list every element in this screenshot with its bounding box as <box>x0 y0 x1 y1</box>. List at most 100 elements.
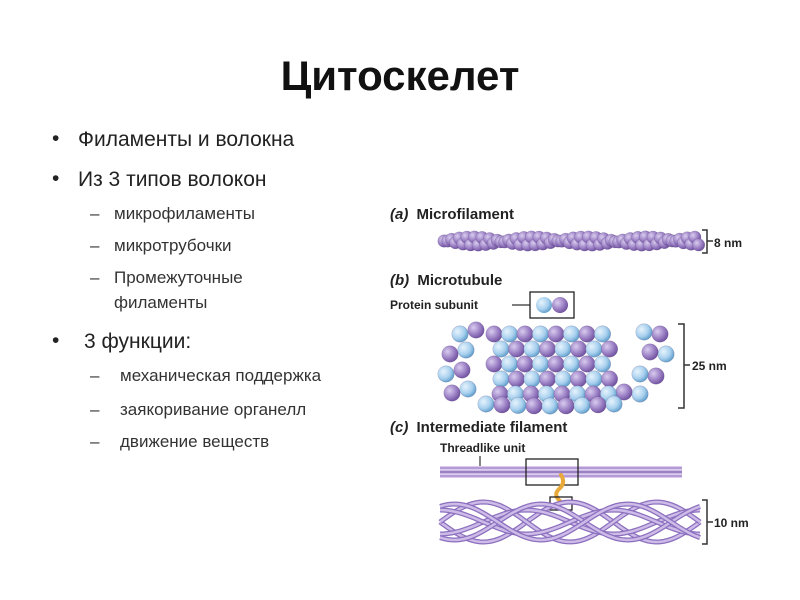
tubulin-bead <box>506 385 524 403</box>
actin-bead <box>441 234 455 248</box>
actin-bead <box>654 231 668 245</box>
actin-bead <box>600 236 614 250</box>
actin-bead <box>578 238 592 252</box>
actin-bead <box>505 236 519 250</box>
actin-bead <box>646 230 660 244</box>
actin-bead <box>555 234 569 248</box>
sub-bullet-text: движение веществ <box>120 432 270 451</box>
actin-bead <box>581 230 595 244</box>
tubulin-bead <box>584 385 602 403</box>
actin-bead <box>483 232 497 246</box>
filament-strand <box>439 500 701 544</box>
tubulin-bead <box>651 325 669 343</box>
actin-bead <box>521 238 535 252</box>
bullet-dot: • <box>52 167 60 190</box>
actin-bead <box>471 238 485 252</box>
subunit-small-box <box>549 496 573 511</box>
sub-bullet-text: заякоривание органелл <box>120 400 307 419</box>
actin-bead <box>631 230 645 244</box>
intermediate-filament-label: (c) Intermediate filament <box>390 419 567 436</box>
tubulin-bead <box>531 325 549 343</box>
tubulin-bead <box>538 340 556 358</box>
bullet-text: Филаменты и волокна <box>78 128 295 151</box>
actin-bead <box>524 230 538 244</box>
microfilament-label: (a) Microfilament <box>390 206 514 223</box>
subunit-bead-purple <box>552 297 568 313</box>
actin-bead <box>680 231 694 245</box>
actin-bead <box>467 230 481 244</box>
tubulin-bead <box>578 325 596 343</box>
subunit-box <box>529 291 575 319</box>
actin-bead <box>623 232 637 246</box>
filament-strand <box>439 508 701 536</box>
actin-bead <box>684 237 698 251</box>
actin-bead <box>528 238 542 252</box>
size-10nm: 10 nm <box>714 516 749 530</box>
tubulin-bead <box>443 384 461 402</box>
tubulin-bead <box>516 325 534 343</box>
actin-bead <box>498 235 512 249</box>
intermediate-filament-strands <box>438 499 702 545</box>
actin-bead <box>479 237 493 251</box>
actin-bead <box>688 230 702 244</box>
actin-bead <box>494 235 508 249</box>
actin-bead <box>509 232 523 246</box>
tubulin-bead <box>500 325 518 343</box>
tubulin-bead <box>523 340 541 358</box>
tubulin-bead <box>631 385 649 403</box>
actin-bead <box>502 233 516 247</box>
tubulin-bead <box>578 355 596 373</box>
size-25nm: 25 nm <box>692 359 727 373</box>
actin-bead <box>570 237 584 251</box>
filament-strand-outline <box>439 501 701 543</box>
tubulin-bead <box>531 355 549 373</box>
tubulin-bead <box>585 340 603 358</box>
actin-bead <box>657 236 671 250</box>
actin-bead <box>486 236 500 250</box>
actin-bead <box>490 233 504 247</box>
dash-marker: – <box>90 432 100 451</box>
tubulin-bead <box>492 340 510 358</box>
actin-bead <box>562 236 576 250</box>
tubulin-bead <box>615 383 633 401</box>
tubulin-bead <box>569 340 587 358</box>
threadlike-unit-label: Threadlike unit <box>440 441 525 455</box>
tubulin-bead <box>459 380 477 398</box>
actin-bead <box>566 231 580 245</box>
actin-bead <box>551 234 565 248</box>
actin-bead <box>673 232 687 246</box>
actin-bead <box>452 231 466 245</box>
actin-bead <box>650 237 664 251</box>
tubulin-bead <box>554 340 572 358</box>
tubulin-bead <box>657 345 675 363</box>
filament-strand-outline <box>438 499 702 545</box>
tubulin-bead <box>573 396 591 414</box>
tubulin-bead <box>631 365 649 383</box>
actin-bead <box>676 236 690 250</box>
tubulin-bead <box>437 365 455 383</box>
microtubule-beads <box>437 321 675 415</box>
tubulin-bead <box>641 343 659 361</box>
unit-connector <box>554 473 566 503</box>
filament-strand-outline <box>439 507 701 537</box>
dash-marker: – <box>90 204 100 223</box>
tubulin-bead <box>485 355 503 373</box>
tubulin-bead <box>553 385 571 403</box>
dash-marker: – <box>90 236 100 255</box>
label-b-text: Microtubule <box>417 272 502 289</box>
actin-bead <box>464 238 478 252</box>
filament-strand-outline <box>439 507 701 537</box>
tubulin-bead <box>507 370 525 388</box>
tubulin-bead <box>537 385 555 403</box>
actin-bead <box>448 236 462 250</box>
actin-bead <box>517 231 531 245</box>
sub-bullet-text: микрофиламенты <box>114 204 255 223</box>
actin-bead <box>608 235 622 249</box>
actin-bead <box>589 231 603 245</box>
sub-bullet-text: микротрубочки <box>114 236 232 255</box>
tubulin-bead <box>441 345 459 363</box>
size-8nm: 8 nm <box>714 236 742 250</box>
protein-subunit-label: Protein subunit <box>390 298 478 312</box>
bracket-8nm <box>702 229 713 254</box>
microtubule-label: (b) Microtubule <box>390 272 502 289</box>
